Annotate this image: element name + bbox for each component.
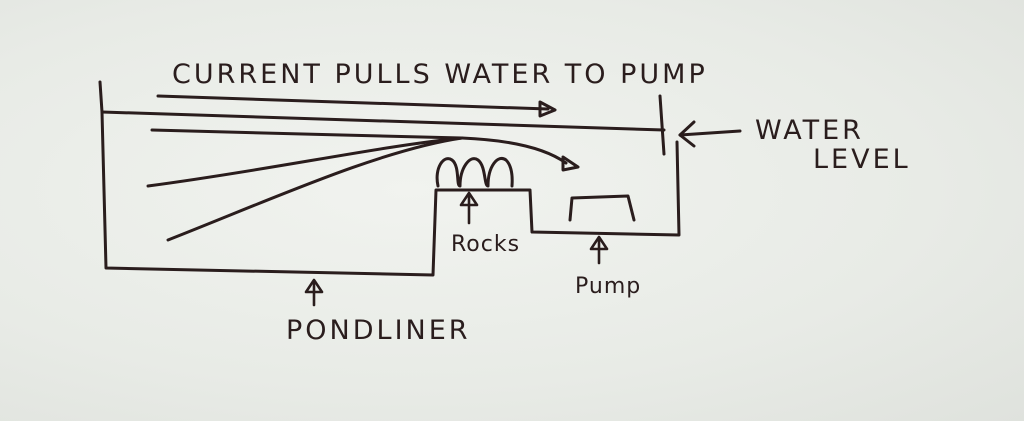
rocks-arrow-head [459, 191, 479, 207]
current-flow-line-3 [166, 136, 464, 242]
title-current-pulls-water-to-pump: CURRENT PULLS WATER TO PUMP [172, 59, 708, 90]
water-surface-line [100, 110, 666, 132]
rocks-label: Rocks [451, 232, 520, 257]
pondliner-arrow-head [304, 278, 324, 294]
pump-label: Pump [575, 274, 641, 299]
water-level-arrow-shaft [678, 129, 742, 137]
rocks-shape [435, 157, 514, 188]
water-level-marker [658, 94, 666, 156]
current-flow-line-2 [146, 136, 464, 188]
pond-liner-outline [98, 80, 681, 277]
pondliner-label: PONDLINER [286, 315, 471, 346]
current-arrow-top-head [538, 100, 557, 118]
water-level-label-line1: WATER [755, 115, 864, 146]
pump-arrow-head [589, 235, 609, 251]
pump-shape [568, 194, 636, 222]
current-arrow-top [156, 94, 550, 111]
water-level-arrow-head [678, 120, 696, 148]
water-level-label-line2: LEVEL [813, 144, 911, 175]
current-flow-arrowhead [561, 155, 580, 172]
current-flow-line-1 [150, 128, 464, 140]
current-flow-curve-to-pump [460, 136, 568, 165]
